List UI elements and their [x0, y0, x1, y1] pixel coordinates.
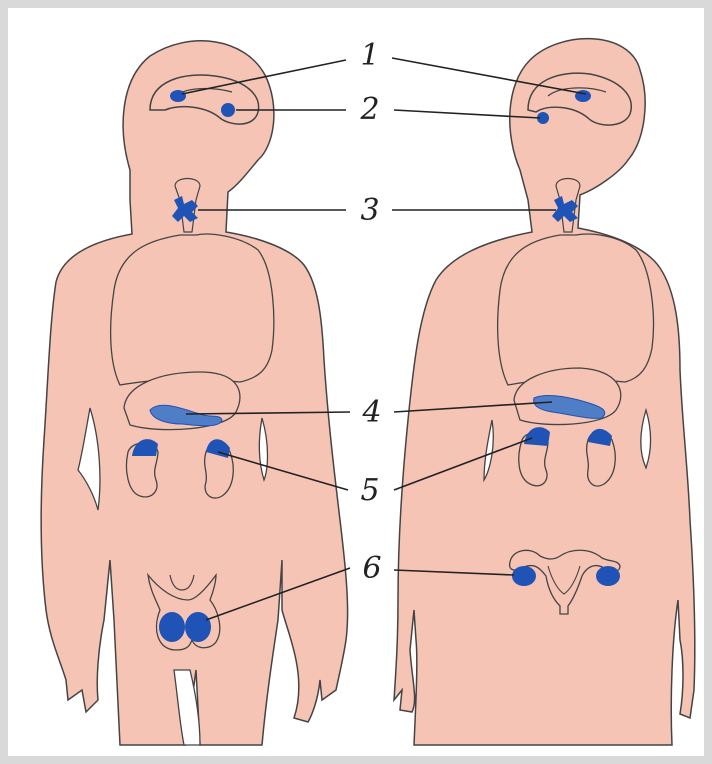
- label-4: 4: [361, 395, 381, 430]
- male-testis-right: [185, 612, 211, 642]
- male-lungs: [111, 234, 274, 385]
- male-pituitary-gland: [221, 103, 235, 117]
- female-lungs: [498, 234, 654, 385]
- label-6: 6: [362, 551, 381, 586]
- label-3: 3: [360, 193, 379, 228]
- male-testis-left: [159, 612, 185, 642]
- female-ovary-right: [596, 566, 620, 586]
- label-2: 2: [359, 92, 379, 127]
- label-1: 1: [360, 38, 379, 73]
- label-5: 5: [360, 473, 379, 508]
- female-ovary-left: [512, 566, 536, 586]
- male-pineal-gland: [170, 90, 186, 102]
